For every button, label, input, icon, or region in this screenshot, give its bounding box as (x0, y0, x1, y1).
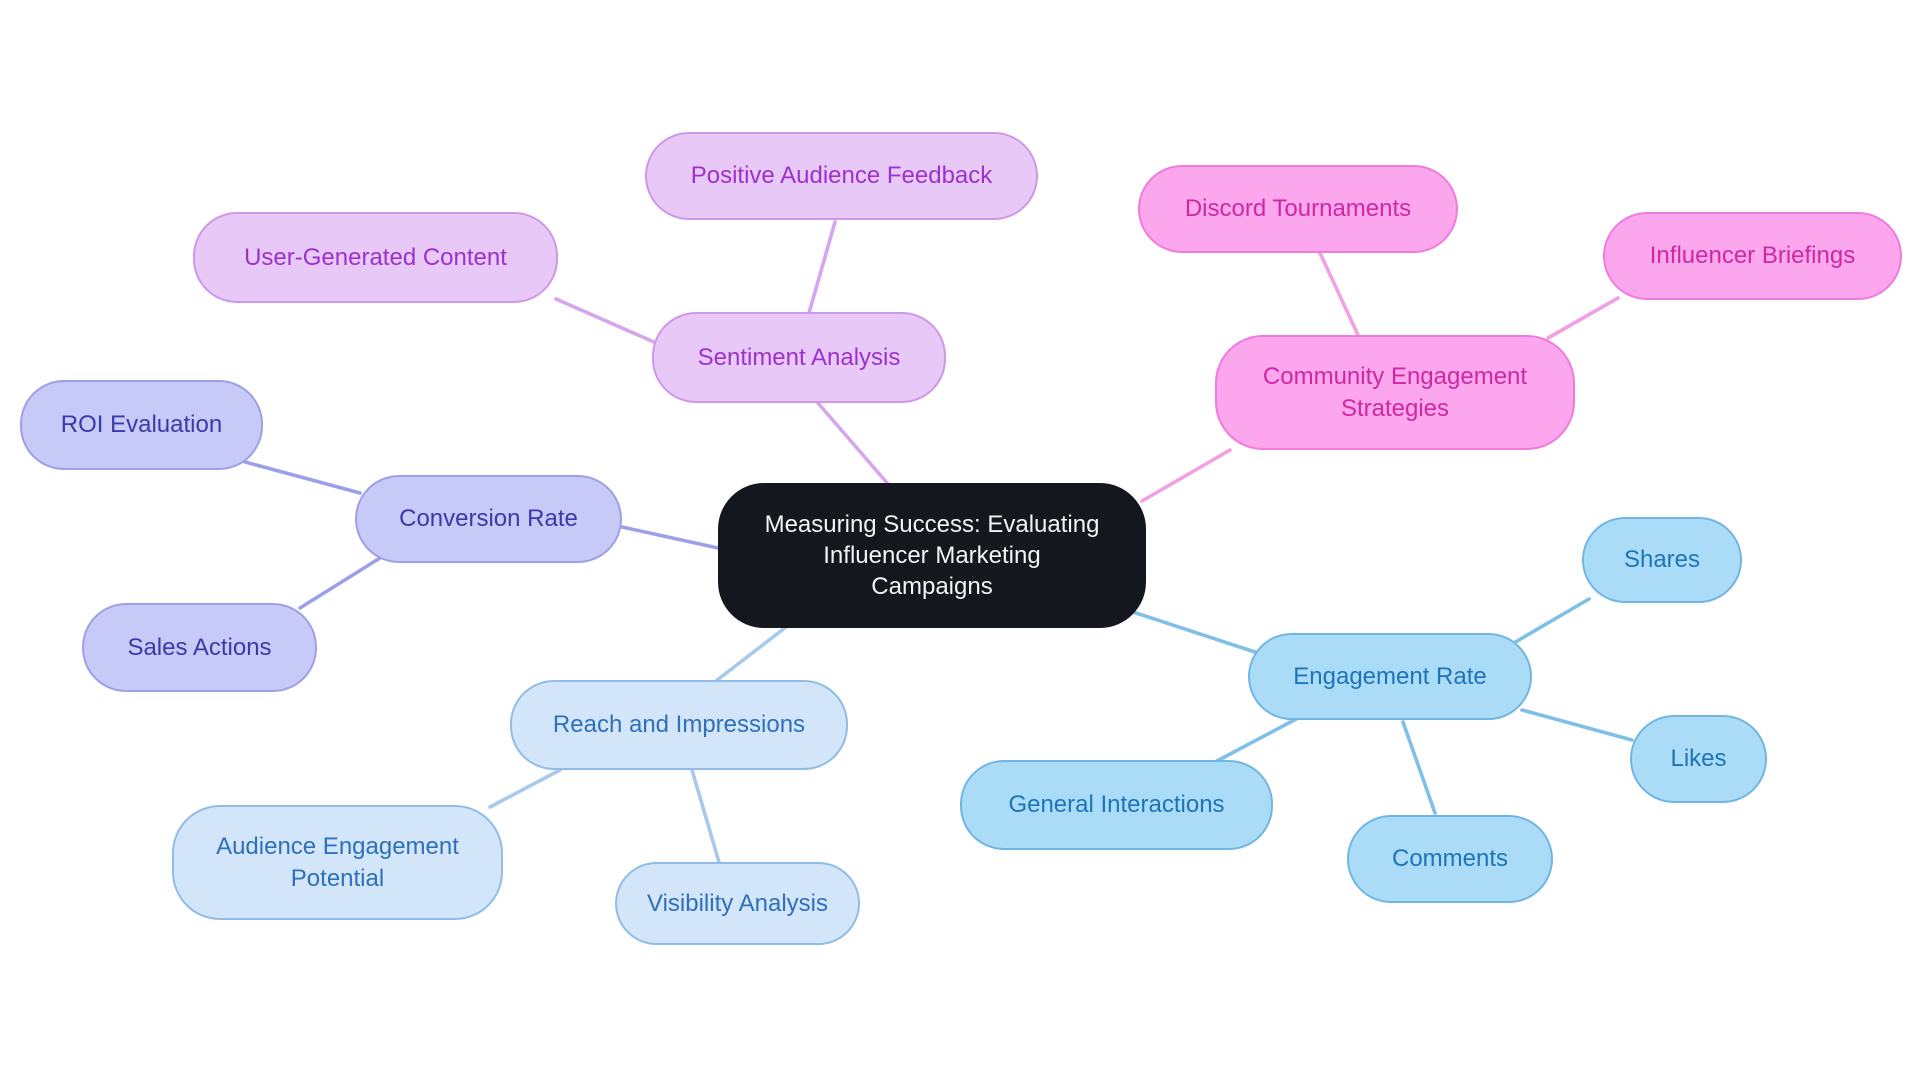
node-influencer-briefings[interactable]: Influencer Briefings (1603, 212, 1902, 300)
node-visibility-analysis[interactable]: Visibility Analysis (615, 862, 860, 945)
node-audience-engagement-potential[interactable]: Audience Engagement Potential (172, 805, 503, 920)
edge-engagement-likes (1520, 708, 1634, 742)
edge-reach-visibility (690, 768, 721, 864)
node-label: Reach and Impressions (552, 711, 806, 739)
node-positive-audience-feedback[interactable]: Positive Audience Feedback (645, 132, 1038, 220)
node-label: Sales Actions (127, 633, 272, 661)
root-node-label: Measuring Success: Evaluating Influencer… (764, 510, 1100, 601)
node-engagement-rate[interactable]: Engagement Rate (1248, 633, 1532, 720)
edge-positive-feedback-sentiment (807, 220, 837, 315)
edge-roi-conversion (243, 460, 362, 495)
node-label: Visibility Analysis (647, 889, 828, 917)
node-general-interactions[interactable]: General Interactions (960, 760, 1273, 850)
node-likes[interactable]: Likes (1630, 715, 1767, 803)
node-community-engagement-strategies[interactable]: Community Engagement Strategies (1215, 335, 1575, 450)
node-label: Community Engagement Strategies (1262, 363, 1528, 422)
edge-ugc-sentiment (554, 297, 656, 344)
node-label: Engagement Rate (1293, 662, 1487, 690)
node-user-generated-content[interactable]: User-Generated Content (193, 212, 558, 303)
edge-root-reach (710, 625, 788, 686)
root-node[interactable]: Measuring Success: Evaluating Influencer… (718, 483, 1146, 628)
edge-community-root (1140, 448, 1232, 503)
edge-shares-engagement (1510, 597, 1591, 646)
node-sentiment-analysis[interactable]: Sentiment Analysis (652, 312, 946, 403)
edge-root-engagement (1131, 610, 1260, 655)
node-roi-evaluation[interactable]: ROI Evaluation (20, 380, 263, 470)
node-reach-and-impressions[interactable]: Reach and Impressions (510, 680, 848, 770)
node-label: Likes (1670, 745, 1727, 773)
edge-briefings-community (1546, 296, 1620, 340)
node-label: Comments (1391, 845, 1509, 873)
edge-sentiment-root (816, 401, 890, 486)
node-label: Discord Tournaments (1184, 195, 1412, 223)
node-label: Audience Engagement Potential (216, 833, 459, 892)
edge-engagement-general (1213, 715, 1302, 764)
node-shares[interactable]: Shares (1582, 517, 1742, 603)
node-label: ROI Evaluation (60, 411, 223, 439)
node-sales-actions[interactable]: Sales Actions (82, 603, 317, 692)
node-label: Positive Audience Feedback (690, 162, 993, 190)
edge-discord-community (1318, 251, 1360, 337)
node-label: General Interactions (1008, 791, 1225, 819)
node-label: Shares (1623, 546, 1701, 574)
node-comments[interactable]: Comments (1347, 815, 1553, 903)
node-conversion-rate[interactable]: Conversion Rate (355, 475, 622, 563)
edge-sales-conversion (298, 556, 382, 610)
node-label: Conversion Rate (399, 505, 578, 533)
node-label: User-Generated Content (244, 243, 507, 271)
node-discord-tournaments[interactable]: Discord Tournaments (1138, 165, 1458, 253)
node-label: Sentiment Analysis (697, 343, 901, 371)
edge-conversion-root (620, 525, 720, 550)
edge-reach-audience-potential (488, 768, 562, 809)
node-label: Influencer Briefings (1649, 242, 1856, 270)
edge-engagement-comments (1401, 720, 1437, 815)
